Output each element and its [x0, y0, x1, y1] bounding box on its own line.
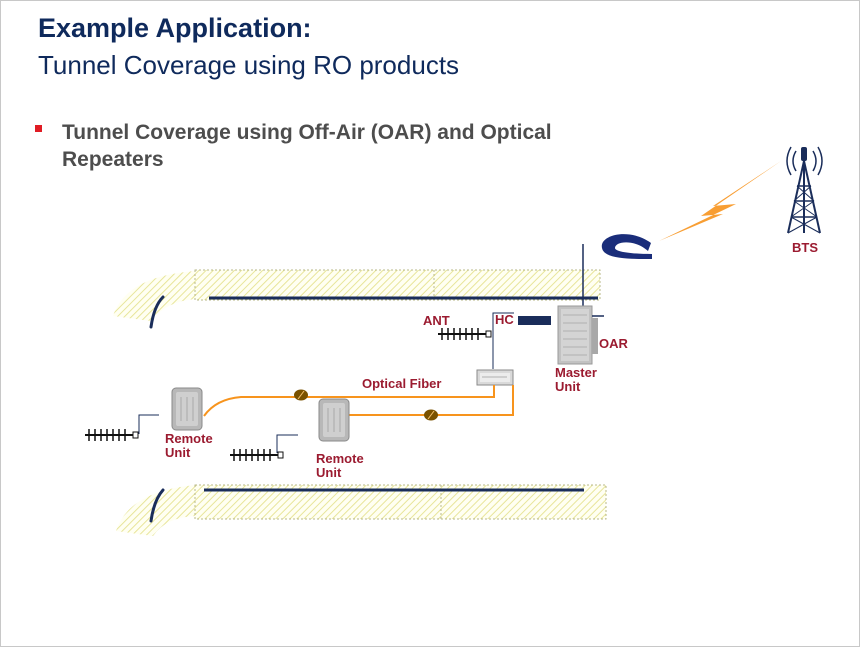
optical-fiber-label: Optical Fiber — [362, 376, 441, 391]
fiber-to-remote-2 — [349, 385, 514, 416]
remote-unit-1-label-line2: Unit — [165, 445, 191, 460]
fiber-to-remote-1 — [203, 385, 495, 417]
master-unit-icon — [476, 369, 514, 386]
bts-label: BTS — [792, 240, 818, 255]
master-unit-label-line2: Unit — [555, 379, 581, 394]
hc-label: HC — [495, 312, 514, 327]
slide-subtitle: Tunnel Coverage using RO products — [38, 50, 460, 80]
oar-unit-icon — [557, 305, 598, 365]
upper-tunnel-section — [194, 269, 601, 301]
donor-antenna-icon — [601, 234, 652, 259]
ant-antenna-icon — [438, 328, 492, 340]
oar-label: OAR — [599, 336, 629, 351]
remote-unit-2-antenna-cable — [276, 434, 298, 453]
ant-label: ANT — [423, 313, 450, 328]
lower-tunnel-portal — [116, 485, 196, 536]
remote-unit-1-icon — [171, 387, 203, 431]
remote-unit-2-icon — [318, 398, 350, 442]
bts-tower-icon — [786, 146, 823, 234]
hybrid-coupler-icon — [518, 316, 551, 325]
slide-title: Example Application: — [38, 13, 312, 43]
bullet-marker — [35, 125, 42, 132]
lower-tunnel — [116, 484, 607, 536]
upper-tunnel — [113, 269, 601, 329]
remote-unit-2-label-line2: Unit — [316, 465, 342, 480]
remote-unit-2-antenna-icon — [230, 449, 284, 461]
fiber-connector-icon — [294, 389, 308, 401]
fiber-connector-icon — [424, 409, 438, 421]
signal-bolt-icon — [659, 161, 781, 241]
remote-unit-1-antenna-icon — [85, 429, 139, 441]
remote-unit-2-label-line1: Remote — [316, 451, 364, 466]
bullet-text: Tunnel Coverage using Off-Air (OAR) and … — [62, 121, 552, 171]
upper-tunnel-portal — [113, 271, 196, 321]
hc-link-line — [492, 312, 514, 341]
lower-tunnel-entrance-arc — [149, 488, 165, 523]
remote-unit-1-antenna-cable — [138, 414, 159, 434]
upper-tunnel-entrance-arc — [149, 295, 165, 329]
master-unit-label-line1: Master — [555, 365, 597, 380]
remote-unit-1-label-line1: Remote — [165, 431, 213, 446]
